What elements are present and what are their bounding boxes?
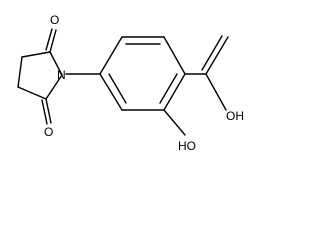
chemical-structure: O O N OH HO [17, 13, 244, 153]
bond-n-c2 [49, 51, 63, 76]
benzene-ring [99, 36, 186, 111]
nitrogen-label: N [57, 68, 66, 82]
bond-c5-n [45, 74, 63, 100]
ring-bond-6 [99, 73, 123, 111]
ring-bond-1 [99, 36, 123, 75]
carbonyl-top-bond-b [45, 28, 53, 51]
succinimide-ring [17, 28, 63, 125]
carbonyl-bottom-bond-b [41, 99, 48, 125]
bond-carbonyl-b [201, 35, 223, 71]
ring-bond-4 [163, 73, 186, 111]
ring-double-inner-1 [108, 73, 127, 104]
bond-c-oh [205, 73, 227, 111]
bond-c2-c3 [21, 51, 51, 58]
ring-bond-3 [163, 36, 186, 75]
oxygen-bottom-label: O [44, 125, 53, 139]
acid-oh-label: OH [226, 109, 244, 123]
oxygen-top-label: O [50, 13, 59, 27]
carbonyl-top-bond-a [49, 29, 57, 53]
bond-c4-c5 [17, 86, 47, 100]
ring-double-inner-3 [159, 73, 178, 104]
bond-carbonyl-a [205, 36, 229, 75]
bond-ring-oh [163, 109, 186, 136]
carbonyl-bottom-bond-a [45, 98, 52, 124]
bond-c3-c4 [17, 56, 23, 88]
hydroxyl-label: HO [178, 139, 196, 153]
carboxylic-acid-group [184, 35, 229, 111]
